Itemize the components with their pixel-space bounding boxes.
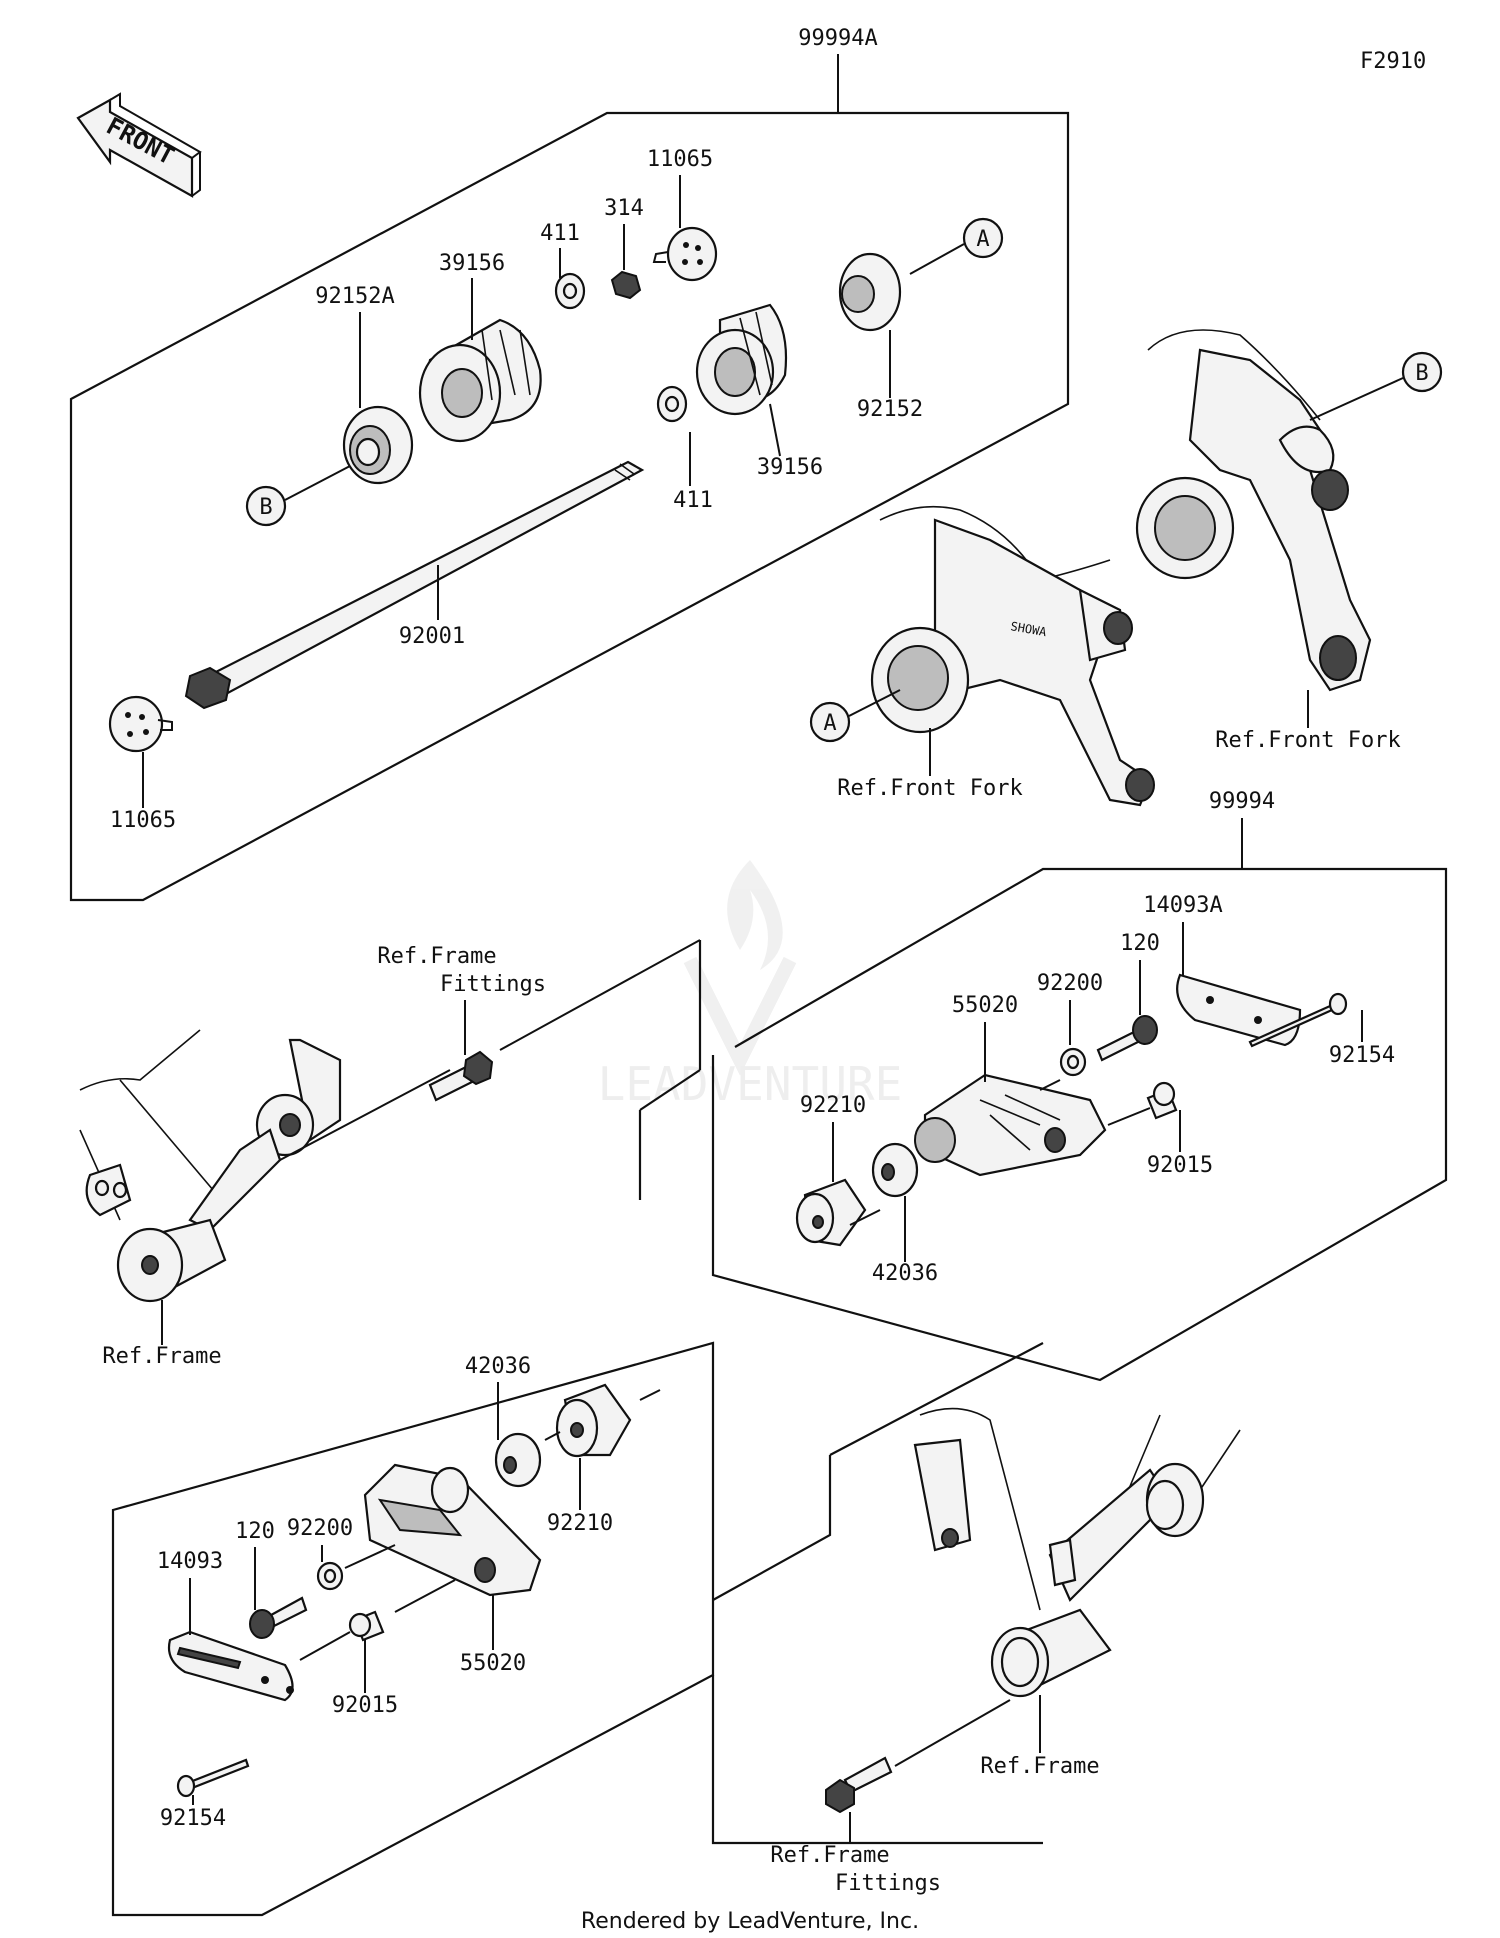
label-14093: 14093 xyxy=(157,1549,223,1574)
part-42036-right xyxy=(871,1142,919,1198)
frame-bottom xyxy=(913,1407,1241,1698)
label-92154-left: 92154 xyxy=(160,1806,226,1831)
callout-B-left-text: B xyxy=(259,495,272,520)
label-14093A: 14093A xyxy=(1143,893,1222,918)
label-ref-front-fork-right: Ref.Front Fork xyxy=(1215,728,1400,753)
label-92015-left: 92015 xyxy=(332,1693,398,1718)
label-92210-right: 92210 xyxy=(800,1093,866,1118)
part-92001 xyxy=(184,460,645,710)
label-ref-frame-fittings-left-2: Fittings xyxy=(440,972,546,997)
callout-B-right xyxy=(1401,351,1443,393)
label-55020-left: 55020 xyxy=(460,1651,526,1676)
label-42036-right: 42036 xyxy=(872,1261,938,1286)
diagram-code: F2910 xyxy=(1360,49,1426,74)
right-slider-frame xyxy=(711,867,1448,1382)
part-11065-bottom xyxy=(108,695,173,753)
callout-B-right-text: B xyxy=(1415,361,1428,386)
part-frame-fitting-bolt-bottom xyxy=(825,1756,893,1814)
label-11065-top: 11065 xyxy=(647,147,713,172)
label-92015-right: 92015 xyxy=(1147,1153,1213,1178)
part-frame-fitting-bolt-left xyxy=(428,1050,494,1102)
watermark: LEADVENTURE xyxy=(598,860,903,1111)
callout-A-top-text: A xyxy=(976,227,989,252)
label-39156-left: 39156 xyxy=(439,251,505,276)
part-411-top xyxy=(554,272,586,310)
label-92200-right: 92200 xyxy=(1037,971,1103,996)
frame-left xyxy=(79,1029,342,1303)
part-92210-right xyxy=(795,1178,867,1247)
label-92152: 92152 xyxy=(857,397,923,422)
part-55020-left xyxy=(363,1463,542,1597)
svg-text:SHOWA: SHOWA xyxy=(1009,619,1048,639)
part-92154-left xyxy=(176,1758,250,1798)
part-92210-left xyxy=(555,1383,632,1458)
part-120-right xyxy=(1096,1015,1158,1062)
label-411-top: 411 xyxy=(540,221,580,246)
part-55020-right xyxy=(914,1073,1107,1177)
kit-label-99994-text: 99994 xyxy=(1209,789,1275,814)
label-411-bottom: 411 xyxy=(673,488,713,513)
part-92154-right xyxy=(1248,992,1348,1048)
callout-A-top xyxy=(962,217,1004,259)
label-120-right: 120 xyxy=(1120,931,1160,956)
part-39156-right xyxy=(695,303,788,416)
part-314 xyxy=(610,270,642,300)
label-92200-left: 92200 xyxy=(287,1516,353,1541)
front-arrow-icon: FRONT xyxy=(76,92,202,198)
label-92001: 92001 xyxy=(399,624,465,649)
footer-credit: Rendered by LeadVenture, Inc. xyxy=(581,1909,919,1934)
label-ref-frame-bottom: Ref.Frame xyxy=(980,1754,1099,1779)
label-314: 314 xyxy=(604,196,644,221)
label-ref-frame-fittings-left-1: Ref.Frame xyxy=(377,944,496,969)
left-slider-frame xyxy=(111,1341,715,1917)
label-55020-right: 55020 xyxy=(952,993,1018,1018)
label-ref-frame-fittings-bottom-1: Ref.Frame xyxy=(770,1843,889,1868)
label-92210-left: 92210 xyxy=(547,1511,613,1536)
label-ref-frame-fittings-bottom-2: Fittings xyxy=(835,1871,941,1896)
upper-kit-frame xyxy=(69,111,1070,902)
part-39156-left xyxy=(418,318,542,443)
label-ref-frame-left: Ref.Frame xyxy=(102,1344,221,1369)
callout-A-left xyxy=(809,701,851,743)
label-39156-right: 39156 xyxy=(757,455,823,480)
front-fork-right xyxy=(1135,329,1372,692)
part-92152A xyxy=(342,405,414,485)
part-92015-left xyxy=(348,1610,385,1642)
part-92152 xyxy=(838,252,902,332)
label-ref-front-fork-left: Ref.Front Fork xyxy=(837,776,1022,801)
watermark-text: LEADVENTURE xyxy=(598,1057,903,1111)
part-120-left xyxy=(249,1596,308,1639)
label-120-left: 120 xyxy=(235,1519,275,1544)
left-frame-callout-frame xyxy=(638,940,702,1200)
label-92154-right: 92154 xyxy=(1329,1043,1395,1068)
part-411-bottom xyxy=(656,385,688,423)
label-11065-bottom: 11065 xyxy=(110,808,176,833)
part-14093 xyxy=(167,1630,294,1702)
label-92152A: 92152A xyxy=(315,284,394,309)
front-fork-left: SHOWA xyxy=(870,505,1155,807)
part-92015-right xyxy=(1146,1081,1178,1120)
part-92200-right xyxy=(1059,1047,1087,1077)
label-42036-left: 42036 xyxy=(465,1354,531,1379)
part-92200-left xyxy=(316,1561,344,1591)
part-11065-top xyxy=(652,226,718,282)
part-42036-left xyxy=(494,1432,542,1488)
callout-B-left xyxy=(245,485,287,527)
callout-A-left-text: A xyxy=(823,711,836,736)
part-14093A xyxy=(1176,973,1302,1047)
kit-label-99994A: 99994A xyxy=(798,26,877,51)
